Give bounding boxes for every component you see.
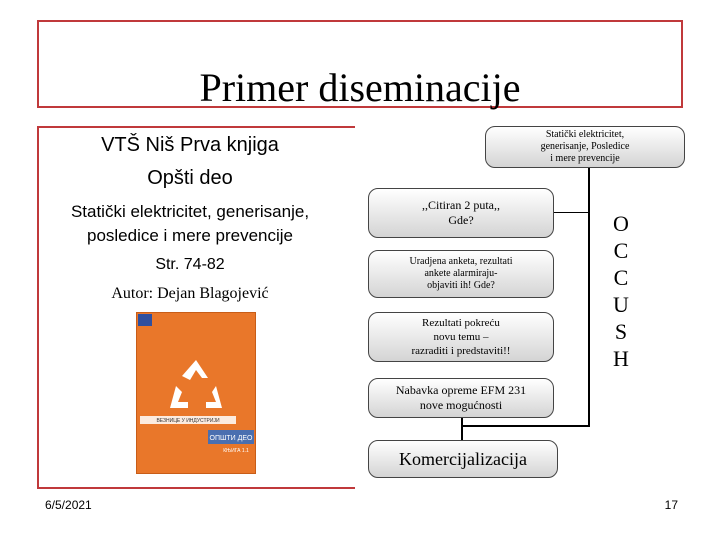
page-number: 17 [664,498,678,512]
node-equipment: Nabavka opreme EFM 231 nove mogućnosti [368,378,554,418]
connector-to-node-1 [554,212,589,213]
author: Autor: Dejan Blagojević [111,285,269,302]
page-range: Str. 74-82 [155,256,225,273]
node-topic: Statički elektricitet, generisanje, Posl… [485,126,685,168]
node-topic-line: Statički elektricitet, [545,129,625,140]
node-equipment-line: Nabavka opreme EFM 231 [395,383,527,397]
footer-date: 6/5/2021 [45,498,92,512]
node-new-topic-line: novu temu – [433,331,489,343]
node-cited-line: ,,Citiran 2 puta,, [422,198,500,212]
ocush-letter: H [613,346,629,371]
left-frame [37,126,355,489]
node-new-topic-line: razraditi i predstaviti!! [411,345,511,357]
node-survey-line: objaviti ih! Gde? [427,280,495,291]
recycle-icon [170,360,222,408]
node-new-topic-line: Rezultati pokreću [422,317,500,329]
node-survey: Uradjena anketa, rezultati ankete alarmi… [368,250,554,298]
node-cited-line: Gde? [448,213,474,227]
connector-main-vertical [588,168,590,426]
ocush-letter: C [613,238,629,263]
connector-to-final [461,418,463,440]
book-line-2: Opšti deo [147,167,233,189]
slide-title: Primer diseminacije [199,65,521,110]
node-new-topic: Rezultati pokreću novu temu – razraditi … [368,312,554,362]
book-title: ОПШТИ ДЕО [210,435,254,442]
chapter-title-line-2: posledice i mere prevencije [87,226,293,245]
node-cited: ,,Citiran 2 puta,, Gde? [368,188,554,238]
ocush-vertical-label: O C C U S H [608,210,634,372]
book-line-1: VTŠ Niš Prva knjiga [101,134,279,156]
title-frame: Primer diseminacije [37,20,683,110]
node-survey-line: ankete alarmiraju- [424,268,498,279]
ocush-letter: S [614,319,628,344]
chapter-title: Statički elektricitet, generisanje, posl… [40,200,340,248]
chapter-title-line-1: Statički elektricitet, generisanje, [70,202,310,221]
ocush-letter: U [613,292,629,317]
connector-bottom-horizontal [462,425,590,427]
node-topic-line: generisanje, Posledice [540,141,630,152]
ocush-letter: O [613,211,629,236]
book-cover-image: ВЕЗНИЦЕ У ИНДУСТРИЈИ ОПШТИ ДЕО КЊИГА 1.1 [136,312,256,474]
node-topic-line: i mere prevencije [550,153,620,164]
book-top-label: ВЕЗНИЦЕ У ИНДУСТРИЈИ [156,418,220,424]
eu-flag-icon [138,314,152,326]
node-survey-line: Uradjena anketa, rezultati [409,256,513,267]
node-equipment-line: nove mogućnosti [419,398,503,412]
ocush-letter: C [613,265,629,290]
node-commercialization-label: Komercijalizacija [399,449,527,469]
book-subtitle: КЊИГА 1.1 [223,448,249,454]
node-commercialization: Komercijalizacija [368,440,558,478]
